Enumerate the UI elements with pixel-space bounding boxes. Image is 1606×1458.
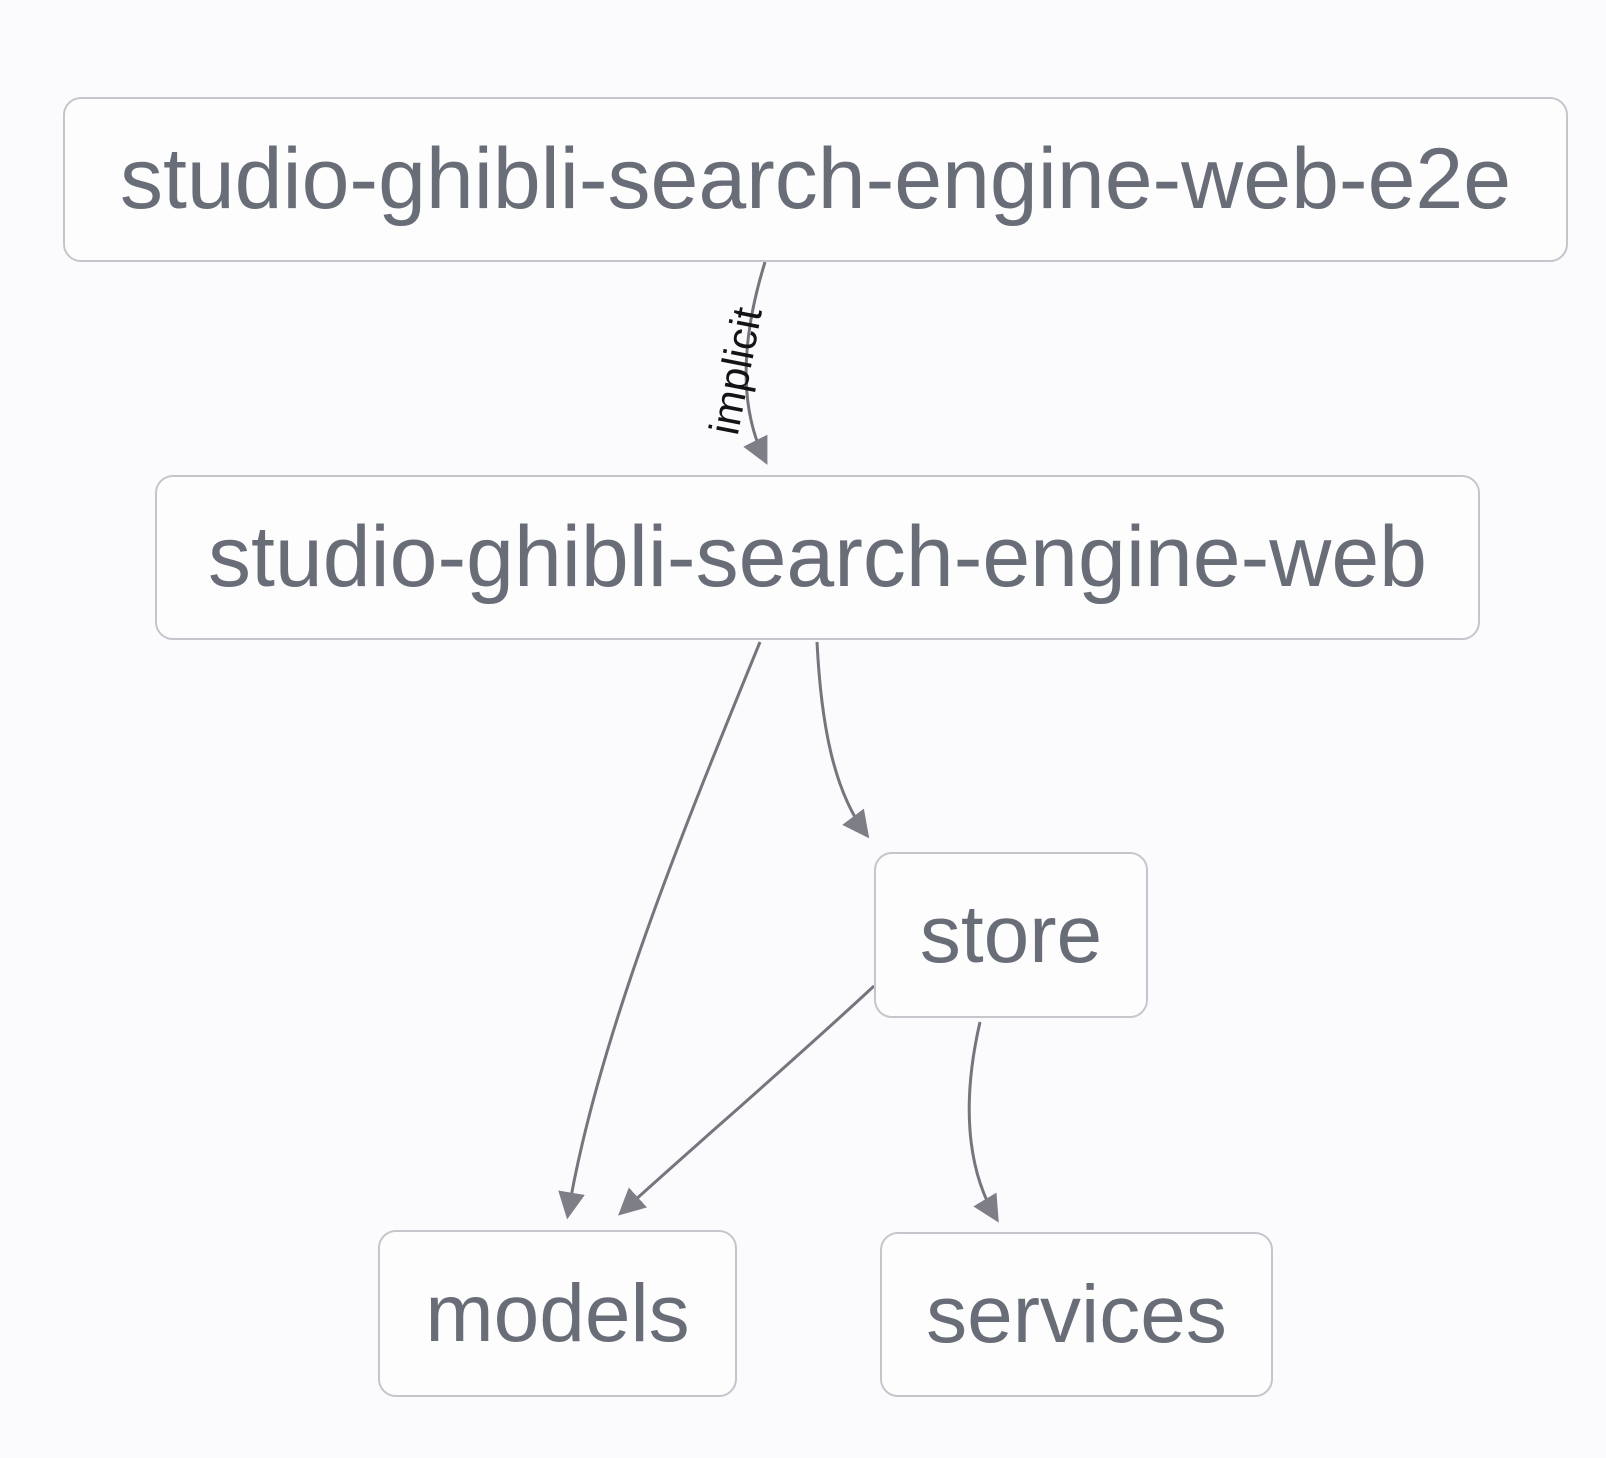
- node-studio-ghibli-search-engine-web-e2e[interactable]: studio-ghibli-search-engine-web-e2e: [63, 97, 1568, 262]
- node-label: store: [919, 889, 1103, 980]
- edge-e2e-to-web: [743, 261, 768, 465]
- edge-web-to-store: [815, 641, 870, 839]
- node-label: studio-ghibli-search-engine-web: [208, 509, 1427, 605]
- node-studio-ghibli-search-engine-web[interactable]: studio-ghibli-search-engine-web: [155, 475, 1480, 640]
- edge-store-to-services: [967, 1021, 999, 1223]
- node-store[interactable]: store: [874, 852, 1148, 1018]
- node-models[interactable]: models: [378, 1230, 737, 1397]
- node-label: studio-ghibli-search-engine-web-e2e: [119, 131, 1512, 227]
- edge-store-to-models: [618, 984, 876, 1216]
- node-services[interactable]: services: [880, 1232, 1273, 1397]
- edge-web-to-models: [558, 641, 762, 1220]
- node-label: services: [926, 1268, 1227, 1360]
- node-label: models: [425, 1267, 690, 1359]
